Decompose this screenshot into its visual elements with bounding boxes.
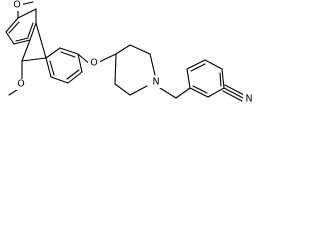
bond (45, 47, 61, 59)
bond (21, 39, 31, 62)
bond (15, 37, 29, 42)
bond (49, 60, 55, 76)
bond (221, 68, 225, 89)
bonds (5, 1, 245, 102)
bond (129, 44, 151, 55)
atom-label-o-bottom: O (17, 79, 24, 90)
bond (35, 22, 47, 59)
bond (13, 39, 31, 45)
bond (27, 22, 34, 38)
bond (50, 76, 69, 84)
bond (192, 85, 208, 94)
bond (17, 8, 37, 19)
atom-label-o-top: O (13, 0, 20, 11)
bond (114, 53, 117, 85)
bond (149, 53, 156, 76)
bond (219, 72, 222, 87)
atom-label-n-nitrile: N (245, 94, 252, 105)
bond (8, 21, 20, 34)
bond (224, 84, 245, 96)
bond (5, 31, 15, 45)
structure-diagram: O O O N N (0, 0, 260, 116)
bond (45, 57, 52, 78)
molecule-drawing: O O O N N (5, 0, 255, 105)
bond (222, 90, 243, 102)
bond (190, 63, 206, 72)
bond (66, 69, 80, 80)
bond (223, 87, 244, 99)
bond (186, 59, 206, 70)
bond (5, 17, 19, 33)
bond (77, 53, 83, 73)
bond (159, 87, 177, 99)
bond (67, 71, 83, 84)
bond (59, 47, 79, 55)
bond (21, 57, 47, 62)
bond (175, 87, 191, 99)
bond (129, 85, 148, 96)
atom-label-o-ether: O (90, 58, 97, 69)
bond (186, 68, 191, 89)
bond (60, 51, 76, 58)
bond (115, 44, 131, 55)
bond (29, 22, 37, 41)
bond (98, 53, 117, 63)
bond (207, 87, 225, 98)
atom-label-n-piperidine: N (152, 77, 159, 88)
bond (189, 87, 209, 98)
atom-labels: O O O N N (11, 0, 255, 105)
bond (114, 83, 131, 96)
bond (204, 59, 223, 70)
